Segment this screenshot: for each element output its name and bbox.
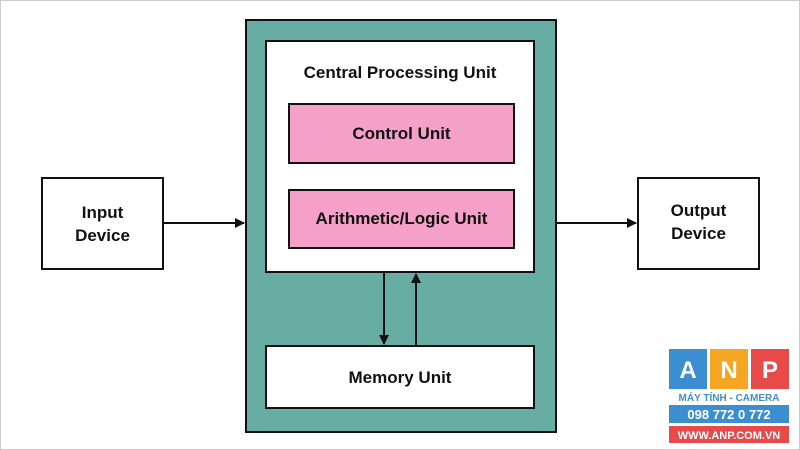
watermark-letter-a: A	[679, 357, 696, 384]
cpu-title: Central Processing Unit	[304, 63, 497, 82]
input-device-label-line1: Input	[82, 203, 124, 222]
control-unit-box	[288, 103, 515, 164]
input-device-box	[41, 177, 164, 270]
memory-unit-label: Memory Unit	[349, 368, 452, 387]
alu-label: Arithmetic/Logic Unit	[316, 209, 488, 228]
output-device-label-line2: Device	[671, 224, 726, 243]
watermark-phone-bar	[669, 405, 789, 423]
watermark-website: WWW.ANP.COM.VN	[678, 430, 781, 442]
memory-unit-box	[265, 345, 535, 409]
watermark-website-bar	[669, 426, 789, 443]
watermark-tagline: MÁY TÍNH - CAMERA	[679, 391, 780, 404]
alu-box	[288, 189, 515, 249]
input-device-label-line2: Device	[75, 226, 130, 245]
watermark-phone: 098 772 0 772	[687, 407, 770, 422]
watermark-letter-p: P	[762, 357, 778, 384]
watermark-letter-n: N	[720, 357, 737, 384]
anp-watermark: A N P MÁY TÍNH - CAMERA 098 772 0 772 WW…	[669, 349, 789, 443]
output-device-label-line1: Output	[671, 201, 727, 220]
watermark-tile-p	[751, 349, 789, 389]
control-unit-label: Control Unit	[352, 124, 451, 143]
output-device-box	[637, 177, 760, 270]
watermark-tile-a	[669, 349, 707, 389]
watermark-tile-n	[710, 349, 748, 389]
